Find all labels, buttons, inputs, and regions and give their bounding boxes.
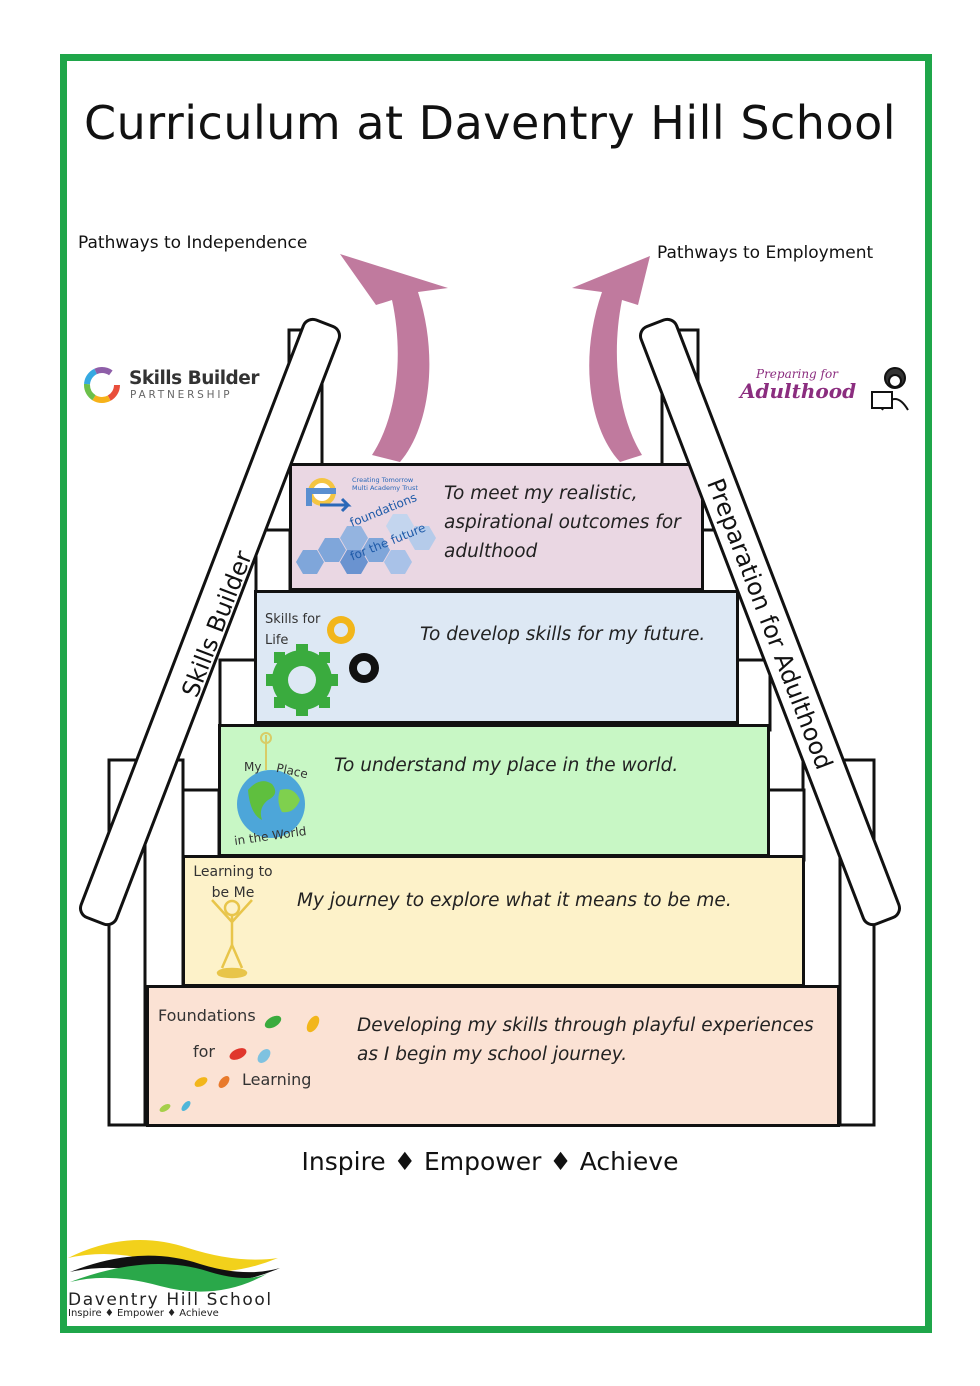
gears-icon <box>266 616 379 716</box>
school-logo-swoosh <box>68 1240 280 1292</box>
adulthood-figure-icon <box>871 367 909 411</box>
footprints-icon <box>159 1015 320 1112</box>
step-2-text: My journey to explore what it means to b… <box>297 890 732 911</box>
stick-figure-icon <box>211 899 253 979</box>
step-4-skills-for-life <box>254 590 739 724</box>
skills-for-life-label: Skills for Life <box>265 609 320 651</box>
step-1-text: Developing my skills through playful exp… <box>357 1015 814 1065</box>
logo-line: Skills for <box>265 612 321 627</box>
my-label: My <box>244 760 262 774</box>
skills-builder-logo-sub: PARTNERSHIP <box>130 389 233 401</box>
step-5-text: To meet my realistic, aspirational outco… <box>444 483 681 562</box>
skills-builder-logo-name: Skills Builder <box>129 368 259 389</box>
logo-line: Creating Tomorrow <box>352 476 414 484</box>
step-3-my-place <box>218 724 770 857</box>
school-motto: Inspire ♦ Empower ♦ Achieve <box>301 1147 679 1176</box>
page-border <box>60 54 932 1333</box>
foundations-future-logo <box>296 478 436 574</box>
logo-line: Learning to <box>193 864 273 880</box>
foundations-future-org-label: Creating Tomorrow Multi Academy Trust <box>352 476 418 492</box>
page-title: Curriculum at Daventry Hill School <box>83 96 897 150</box>
arrow-employment <box>572 256 650 462</box>
school-logo-name: Daventry Hill School <box>68 1290 273 1310</box>
school-logo-motto: Inspire ♦ Empower ♦ Achieve <box>68 1308 219 1319</box>
preparing-logo-big: Adulthood <box>740 379 857 403</box>
globe-icon <box>237 732 305 838</box>
step-4-text: To develop skills for my future. <box>420 624 706 645</box>
arrow-independence <box>340 254 448 462</box>
rail-right <box>639 317 901 927</box>
pathway-independence-label: Pathways to Independence <box>78 233 308 253</box>
logo-line: Multi Academy Trust <box>352 484 418 492</box>
step-3-text: To understand my place in the world. <box>334 755 679 776</box>
logo-line: Life <box>265 633 289 648</box>
for-word-label: for <box>193 1042 215 1061</box>
logo-line: be Me <box>211 885 255 901</box>
learning-to-be-me-label: Learning to be Me <box>193 862 273 904</box>
preparing-logo-small: Preparing for <box>756 367 838 381</box>
step-2-learning-to-be-me <box>182 855 805 987</box>
foundations-word-label: Foundations <box>158 1006 256 1025</box>
pathway-employment-label: Pathways to Employment <box>657 243 874 263</box>
skills-builder-ring-icon <box>84 367 120 403</box>
learning-word-label: Learning <box>242 1070 312 1089</box>
rail-left <box>79 317 341 927</box>
